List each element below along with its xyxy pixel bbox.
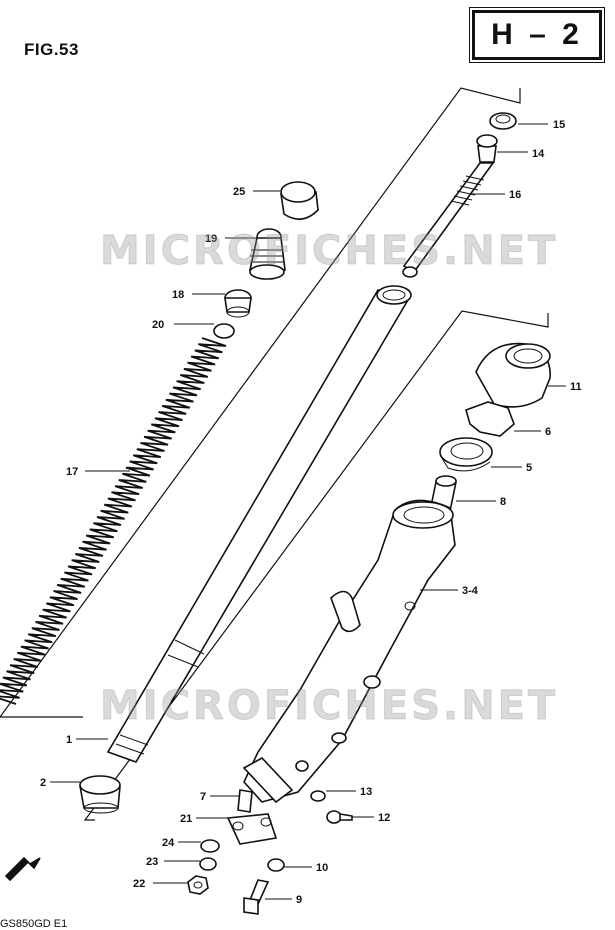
part-label-p6: 6 — [545, 426, 551, 438]
part-1-inner-tube — [106, 285, 412, 763]
part-5-oil-seal — [439, 437, 493, 472]
part-label-p18: 18 — [172, 289, 184, 301]
section-code-box: H – 2 — [469, 7, 605, 63]
part-label-p17: 17 — [66, 466, 78, 478]
part-label-p34: 3-4 — [462, 585, 479, 597]
part-18-spacer — [224, 289, 252, 318]
part-label-p13: 13 — [360, 786, 372, 798]
part-19-cap-bolt — [249, 228, 286, 280]
part-label-p10: 10 — [316, 862, 328, 874]
part-24-washer — [200, 839, 220, 853]
part-label-p25: 25 — [233, 186, 245, 198]
part-11-dust-boot — [475, 342, 551, 408]
part-21-axle-clamp — [226, 813, 278, 845]
part-label-p5: 5 — [526, 462, 532, 474]
model-code: GS850GD E1 — [0, 918, 68, 930]
watermark-top: MICROFICHES.NET — [99, 228, 559, 275]
part-10-washer — [267, 858, 285, 872]
part-label-p12: 12 — [378, 812, 390, 824]
part-9-bolt — [243, 879, 270, 915]
part-label-p2: 2 — [40, 777, 46, 789]
part-label-p23: 23 — [146, 856, 158, 868]
part-label-p14: 14 — [532, 148, 545, 160]
part-12-screw — [326, 810, 353, 824]
part-label-p22: 22 — [133, 878, 145, 890]
part-label-p9: 9 — [296, 894, 302, 906]
part-20-o-ring — [213, 323, 235, 339]
part-label-p7: 7 — [200, 791, 206, 803]
part-label-p24: 24 — [162, 837, 175, 849]
part-label-p20: 20 — [152, 319, 164, 331]
part-label-p8: 8 — [500, 496, 506, 508]
part-22-nut — [187, 875, 209, 895]
figure-label: FIG.53 — [24, 40, 79, 59]
part-7-stud — [237, 789, 253, 813]
part-label-p11: 11 — [570, 381, 582, 393]
section-code: H – 2 — [491, 18, 583, 51]
part-3-4-outer-tube — [242, 499, 456, 804]
part-25-cap — [280, 181, 319, 220]
part-17-spring — [0, 337, 227, 705]
part-14-rod-top — [476, 134, 498, 163]
part-15-cap — [489, 112, 517, 130]
part-2-bushing — [79, 775, 121, 814]
part-label-p15: 15 — [553, 119, 565, 131]
part-16-damper-rod — [402, 162, 495, 278]
inner-tube-group-frame — [0, 87, 521, 718]
outer-tube-group-frame — [83, 310, 549, 821]
part-label-p1: 1 — [66, 734, 72, 746]
part-6-circlip — [465, 401, 515, 437]
part-label-p21: 21 — [180, 813, 192, 825]
part-label-p16: 16 — [509, 189, 521, 201]
part-label-p19: 19 — [205, 233, 217, 245]
front-direction-arrow — [4, 856, 41, 882]
part-23-washer — [199, 857, 217, 871]
watermark-bottom: MICROFICHES.NET — [99, 683, 559, 730]
part-13-washer — [310, 790, 326, 802]
